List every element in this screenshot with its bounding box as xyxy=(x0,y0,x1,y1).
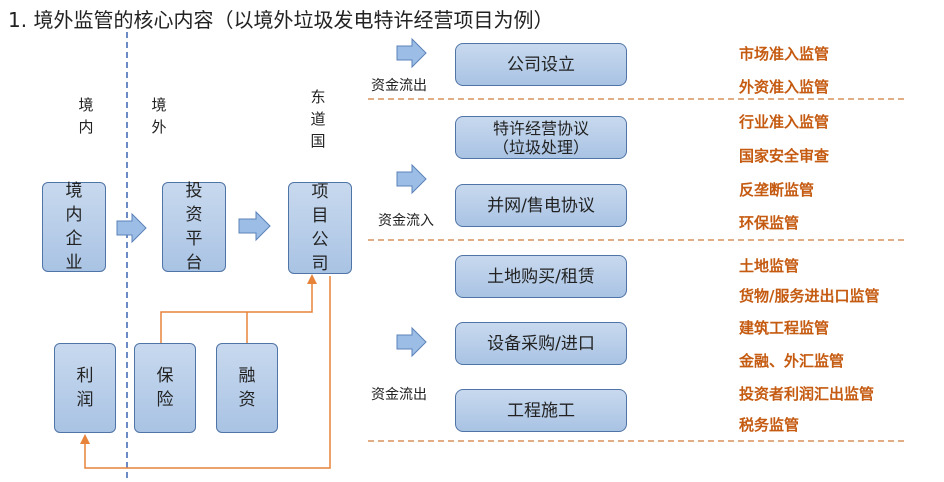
stage-grid-agreement: 并网/售电协议 xyxy=(455,184,627,227)
arrowhead-icon xyxy=(80,434,90,444)
stage-company-setup: 公司设立 xyxy=(455,43,627,86)
flow-label-outflow: 资金流出 xyxy=(371,387,427,403)
arrowhead-icon xyxy=(307,274,317,284)
profit-box: 利润 xyxy=(54,343,116,433)
regulation-item: 市场准入监管 xyxy=(739,45,830,63)
financing-box: 融资 xyxy=(216,343,278,433)
regulation-item: 货物/服务进出口监管 xyxy=(739,287,880,305)
regulation-item: 税务监管 xyxy=(739,416,800,434)
flow-label-outflow: 资金流出 xyxy=(371,78,427,94)
regulation-item: 反垄断监管 xyxy=(739,181,815,199)
regulation-item: 金融、外汇监管 xyxy=(739,352,845,370)
stage-land: 土地购买/租赁 xyxy=(455,255,627,298)
insurance-line xyxy=(160,280,313,343)
domestic-enterprise-box: 境内企业 xyxy=(42,181,106,273)
investment-platform-box: 投资平台 xyxy=(162,181,226,273)
stage-equipment: 设备采购/进口 xyxy=(455,322,627,365)
region-label-host-country: 东道国 xyxy=(310,88,326,150)
project-company-box: 项目公司 xyxy=(288,182,352,274)
region-label-overseas: 境外 xyxy=(151,96,167,136)
regulation-item: 土地监管 xyxy=(739,257,800,275)
insurance-box: 保险 xyxy=(134,343,196,433)
regulation-item: 国家安全审查 xyxy=(739,147,830,165)
regulation-item: 环保监管 xyxy=(739,214,800,232)
block-arrow-icon xyxy=(116,37,427,358)
regulation-item: 外资准入监管 xyxy=(739,78,830,96)
stage-concession-agreement: 特许经营协议 （垃圾处理） xyxy=(455,116,627,159)
regulation-item: 投资者利润汇出监管 xyxy=(739,385,875,403)
regulation-item: 建筑工程监管 xyxy=(739,319,830,337)
region-label-domestic: 境内 xyxy=(78,96,94,136)
stage-construction: 工程施工 xyxy=(455,389,627,432)
flow-label-inflow: 资金流入 xyxy=(378,213,434,229)
page-title: 1. 境外监管的核心内容（以境外垃圾发电特许经营项目为例） xyxy=(8,8,554,32)
profit-return-line xyxy=(84,276,331,469)
regulation-item: 行业准入监管 xyxy=(739,113,830,131)
